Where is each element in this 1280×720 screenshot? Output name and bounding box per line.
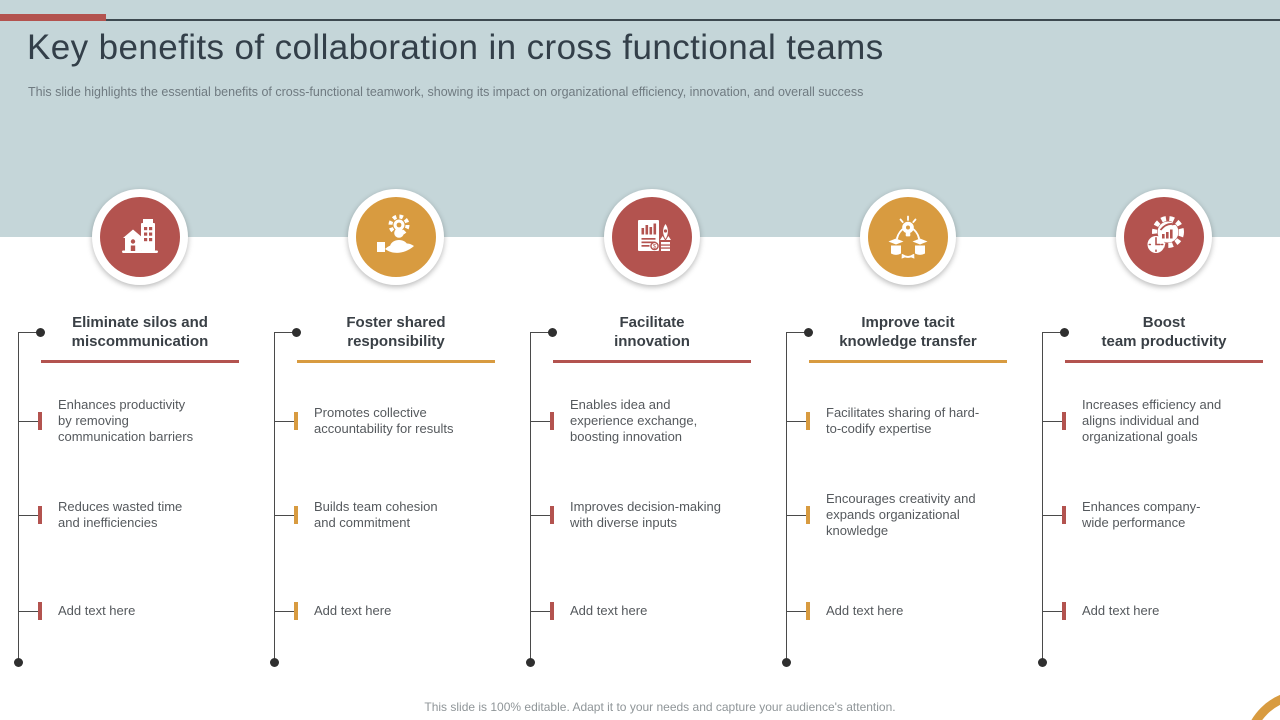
shared-responsibility-icon <box>377 214 414 253</box>
connector-dot-bottom <box>526 658 535 667</box>
column-title: Improve tacit knowledge transfer <box>839 314 977 350</box>
column-underline <box>809 360 1007 363</box>
bullet-text: Builds team cohesion and commitment <box>314 499 438 530</box>
bullet-tick <box>550 602 554 620</box>
bullet-text: Enhances productivity by removing commun… <box>58 397 194 444</box>
connector-dot-bottom <box>14 658 23 667</box>
connector-dot-top <box>804 328 813 337</box>
benefit-column-eliminate-silos: Eliminate silos and miscommunication Enh… <box>12 180 268 685</box>
column-underline <box>1065 360 1263 363</box>
connector-line <box>18 333 19 662</box>
bullet-text: Encourages creativity and expands organi… <box>826 491 976 538</box>
icon-badge <box>860 189 956 285</box>
connector-dot-bottom <box>270 658 279 667</box>
bullet-tick <box>38 412 42 430</box>
bullet-tick <box>1062 506 1066 524</box>
add-text-placeholder[interactable]: Add text here <box>570 603 648 618</box>
bullet-text: Enhances company- wide performance <box>1082 499 1201 530</box>
benefit-column-facilitate-innovation: $ Facilitate innovation Enables idea and… <box>524 180 780 685</box>
add-text-placeholder[interactable]: Add text here <box>1082 603 1160 618</box>
benefit-column-knowledge-transfer: Improve tacit knowledge transfer Facilit… <box>780 180 1036 685</box>
bullet-tick <box>38 506 42 524</box>
add-text-placeholder[interactable]: Add text here <box>58 603 136 618</box>
column-title: Eliminate silos and miscommunication <box>71 314 209 350</box>
bullet-text: Reduces wasted time and inefficiencies <box>58 499 183 530</box>
bullet-text: Facilitates sharing of hard- to-codify e… <box>826 405 980 436</box>
report-rocket-icon: $ <box>638 220 671 251</box>
column-title: Foster shared responsibility <box>346 314 446 350</box>
bullet-tick <box>806 602 810 620</box>
bullet-tick <box>550 412 554 430</box>
connector-dot-top <box>292 328 301 337</box>
connector-line <box>1042 333 1043 662</box>
editable-note: This slide is 100% editable. Adapt it to… <box>424 700 896 714</box>
icon-badge <box>92 189 188 285</box>
buildings-icon <box>122 219 158 253</box>
bullet-text: Promotes collective accountability for r… <box>314 405 454 436</box>
bullet-text: Enables idea and experience exchange, bo… <box>570 397 698 444</box>
connector-dot-top <box>548 328 557 337</box>
icon-badge: $ <box>604 189 700 285</box>
connector-dot-top <box>1060 328 1069 337</box>
column-underline <box>41 360 239 363</box>
bullet-tick <box>294 412 298 430</box>
connector-dot-top <box>36 328 45 337</box>
bullet-text: Improves decision-making with diverse in… <box>570 499 722 530</box>
bullet-tick <box>294 602 298 620</box>
icon-badge <box>1116 189 1212 285</box>
benefit-column-team-productivity: Boost team productivity Increases effici… <box>1036 180 1280 685</box>
bullet-tick <box>550 506 554 524</box>
connector-dot-bottom <box>782 658 791 667</box>
add-text-placeholder[interactable]: Add text here <box>314 603 392 618</box>
column-underline <box>553 360 751 363</box>
column-underline <box>297 360 495 363</box>
bullet-text: Increases efficiency and aligns individu… <box>1082 397 1222 444</box>
add-text-placeholder[interactable]: Add text here <box>826 603 904 618</box>
bullet-tick <box>1062 602 1066 620</box>
top-accent-bar <box>0 14 106 21</box>
connector-dot-bottom <box>1038 658 1047 667</box>
bullet-tick <box>38 602 42 620</box>
knowledge-transfer-icon <box>888 215 928 259</box>
bullet-tick <box>806 412 810 430</box>
page-title: Key benefits of collaboration in cross f… <box>27 28 884 67</box>
connector-line <box>530 333 531 662</box>
connector-line <box>786 333 787 662</box>
benefit-column-shared-responsibility: Foster shared responsibility Promotes co… <box>268 180 524 685</box>
svg-text:$: $ <box>653 244 657 250</box>
icon-badge <box>348 189 444 285</box>
bullet-tick <box>294 506 298 524</box>
productivity-gear-icon <box>1147 216 1184 253</box>
bullet-tick <box>1062 412 1066 430</box>
bullet-tick <box>806 506 810 524</box>
page-subtitle: This slide highlights the essential bene… <box>28 85 864 99</box>
connector-line <box>274 333 275 662</box>
top-divider-line <box>106 19 1280 21</box>
column-title: Boost team productivity <box>1101 314 1227 350</box>
column-title: Facilitate innovation <box>614 314 690 350</box>
